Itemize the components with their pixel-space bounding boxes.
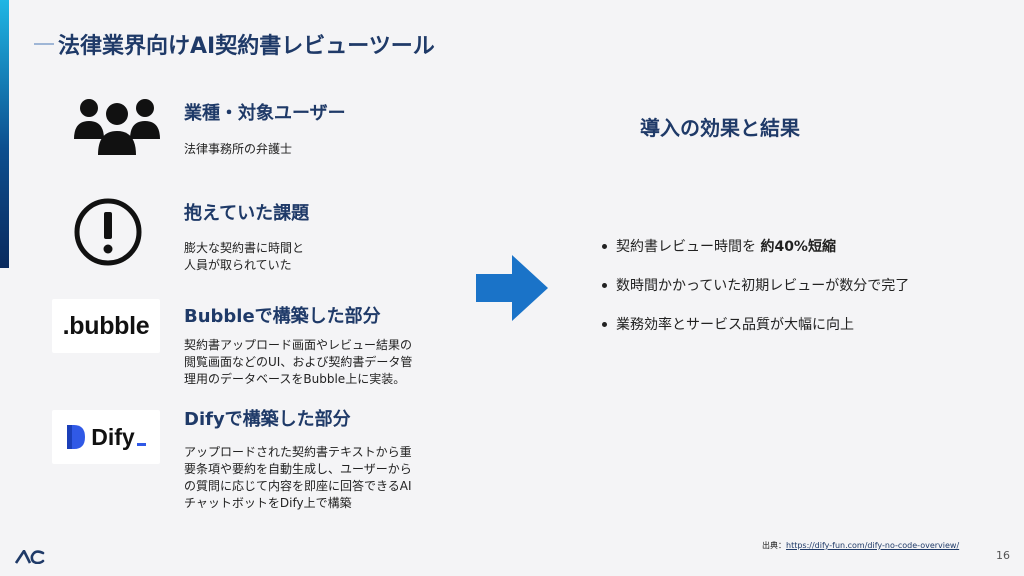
section-title-dify: Difyで構築した部分 <box>184 409 351 430</box>
section-body-bubble: 契約書アップロード画面やレビュー結果の 閲覧画面などのUI、および契約書データ管… <box>184 338 413 386</box>
users-icon <box>72 94 162 158</box>
effects-title: 導入の効果と結果 <box>640 116 800 140</box>
company-logo-icon <box>14 549 45 568</box>
slide-title: 法律業界向けAI契約書レビューツール <box>58 34 435 59</box>
effects-list: 契約書レビュー時間を 約40%短縮 数時間かかっていた初期レビューが数分で完了 … <box>602 236 909 353</box>
section-title-issue: 抱えていた課題 <box>184 203 310 224</box>
section-title-bubble: Bubbleで構築した部分 <box>184 306 381 327</box>
effect-item: 契約書レビュー時間を 約40%短縮 <box>602 236 909 256</box>
dify-mark-icon <box>67 425 86 449</box>
source-citation: 出典：https://dify-fun.com/dify-no-code-ove… <box>762 541 960 550</box>
bubble-logo: .bubble <box>52 299 160 353</box>
dify-logo: Dify <box>52 410 160 464</box>
right-arrow-icon <box>476 255 548 325</box>
effect-item: 業務効率とサービス品質が大幅に向上 <box>602 314 909 334</box>
effect-item: 数時間かかっていた初期レビューが数分で完了 <box>602 275 909 295</box>
accent-side-bar <box>0 0 9 268</box>
section-body-users: 法律事務所の弁護士 <box>184 142 293 156</box>
section-body-dify: アップロードされた契約書テキストから重 要条項や要約を自動生成し、ユーザーから … <box>184 445 412 510</box>
page-number: 16 <box>996 549 1010 562</box>
section-body-issue: 膨大な契約書に時間と 人員が取られていた <box>184 241 305 272</box>
exclamation-icon <box>72 196 144 268</box>
source-link[interactable]: https://dify-fun.com/dify-no-code-overvi… <box>786 541 960 550</box>
section-title-users: 業種・対象ユーザー <box>184 103 346 124</box>
title-dash <box>34 43 54 45</box>
